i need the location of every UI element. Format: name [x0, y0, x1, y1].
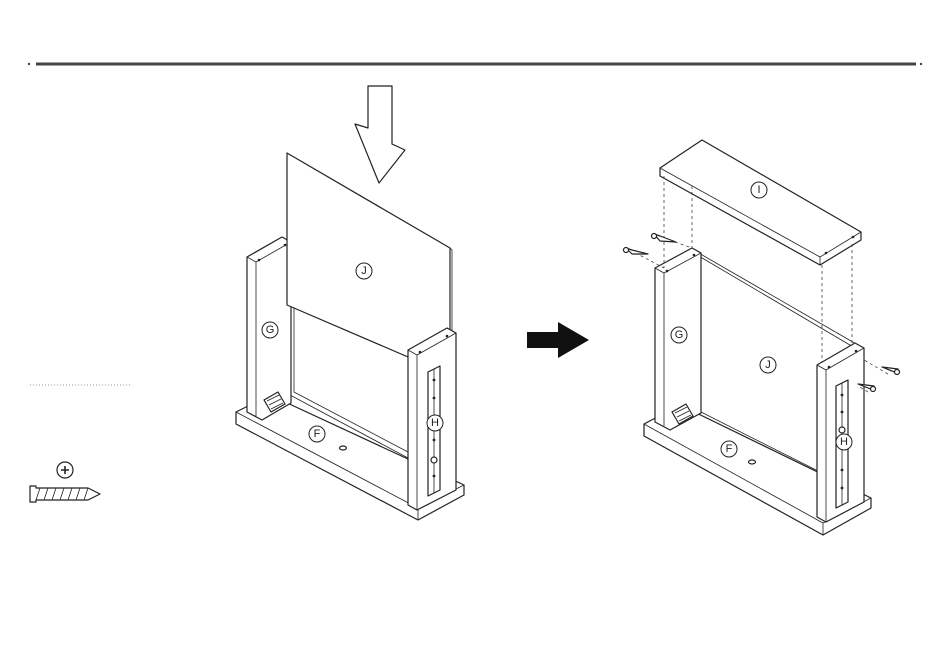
label-j-right: J [760, 357, 776, 373]
label-h-right: H [836, 434, 852, 450]
label-g-left: G [262, 322, 278, 338]
label-g-right: G [671, 327, 687, 343]
screw-icon [652, 234, 677, 243]
step-attach-top: I J G F H [624, 140, 900, 535]
svg-text:F: F [314, 428, 321, 440]
svg-text:G: G [266, 324, 275, 336]
header-rule [28, 63, 922, 65]
svg-text:F: F [726, 443, 733, 455]
svg-text:G: G [675, 329, 684, 341]
svg-text:J: J [361, 265, 367, 277]
svg-text:H: H [431, 417, 439, 429]
top-board-i [660, 140, 861, 265]
right-arrow-icon [527, 322, 589, 358]
screw-icon [624, 248, 649, 255]
down-arrow-icon [355, 86, 405, 183]
screw-icon [30, 462, 100, 502]
svg-text:J: J [765, 359, 771, 371]
label-f-right: F [721, 441, 737, 457]
label-j-left: J [356, 263, 372, 279]
svg-text:I: I [757, 184, 760, 196]
step-insert-panel: J G F H [236, 86, 464, 520]
screw-icon [882, 367, 900, 375]
label-f-left: F [309, 426, 325, 442]
label-i-right: I [751, 182, 767, 198]
label-h-left: H [427, 415, 443, 431]
svg-text:H: H [840, 436, 848, 448]
